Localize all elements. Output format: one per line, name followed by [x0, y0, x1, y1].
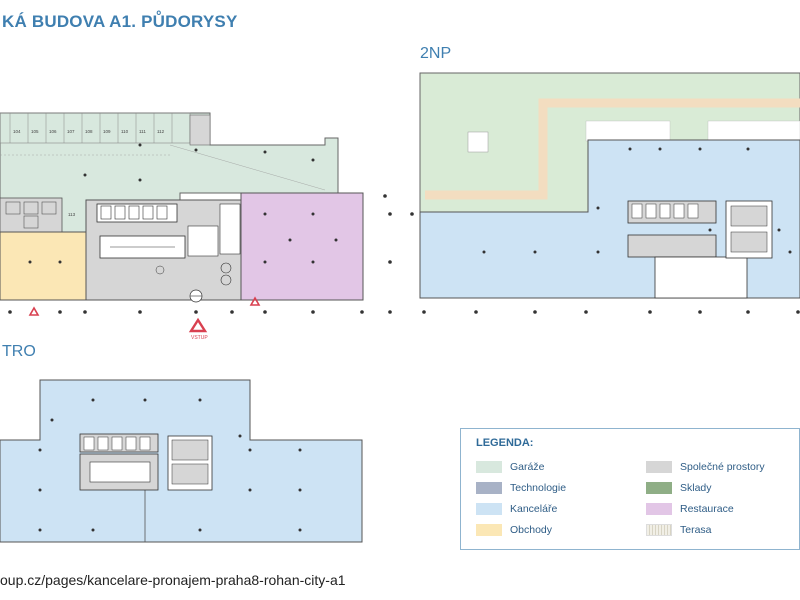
- legend: LEGENDA: Garáže Technologie Kanceláře Ob…: [460, 428, 800, 550]
- room-number: 104: [13, 129, 21, 134]
- left-core: [0, 197, 63, 233]
- legend-item-technology: Technologie: [476, 481, 566, 495]
- legend-label: Sklady: [680, 482, 712, 494]
- entrance-marker-icon: [249, 296, 261, 306]
- legend-label: Technologie: [510, 482, 567, 494]
- floor-label-typical: TRO: [2, 343, 36, 360]
- legend-swatch: [646, 461, 672, 473]
- legend-label: Kanceláře: [510, 503, 558, 515]
- legend-item-storage: Sklady: [646, 481, 712, 495]
- typical-floor-plan: [0, 379, 363, 543]
- entrance-marker-icon: [28, 306, 40, 316]
- legend-swatch: [476, 461, 502, 473]
- legend-title: LEGENDA:: [476, 437, 534, 449]
- floor-label-2np: 2NP: [420, 45, 452, 62]
- legend-label: Garáže: [510, 461, 545, 473]
- legend-item-terrace: Terasa: [646, 523, 712, 537]
- legend-label: Restaurace: [680, 503, 734, 515]
- legend-item-garage: Garáže: [476, 460, 544, 474]
- source-url[interactable]: oup.cz/pages/kancelare-pronajem-praha8-r…: [0, 572, 346, 588]
- page-title: KÁ BUDOVA A1. PŮDORYSY: [2, 12, 238, 31]
- restaurant-area: [240, 192, 364, 301]
- legend-item-shops: Obchody: [476, 523, 552, 537]
- legend-swatch: [476, 482, 502, 494]
- room-number: 107: [67, 129, 75, 134]
- legend-item-common-spaces: Společné prostory: [646, 460, 765, 474]
- shop-area: [0, 231, 87, 301]
- room-number: 109: [103, 129, 111, 134]
- legend-swatch: [476, 524, 502, 536]
- legend-item-offices: Kanceláře: [476, 502, 557, 516]
- ground-floor-plan: 104 105 106 107 108 109 110 111 112 113: [0, 112, 392, 341]
- room-number: 105: [31, 129, 39, 134]
- room-number: 112: [157, 129, 165, 134]
- second-floor-plan: [410, 72, 800, 314]
- legend-item-restaurant: Restaurace: [646, 502, 734, 516]
- legend-swatch: [646, 482, 672, 494]
- legend-label: Společné prostory: [680, 461, 765, 473]
- legend-swatch: [646, 524, 672, 536]
- legend-swatch: [646, 503, 672, 515]
- main-entrance-icon: [188, 317, 208, 333]
- room-number: 110: [121, 129, 129, 134]
- terrace-path: [425, 98, 800, 200]
- room-number: 111: [139, 129, 146, 134]
- legend-swatch: [476, 503, 502, 515]
- room-number: 108: [85, 129, 93, 134]
- legend-label: Obchody: [510, 524, 553, 536]
- room-number: 106: [49, 129, 57, 134]
- entrance-label: VSTUP: [191, 335, 208, 341]
- legend-label: Terasa: [680, 524, 712, 536]
- room-number: 113: [68, 212, 76, 217]
